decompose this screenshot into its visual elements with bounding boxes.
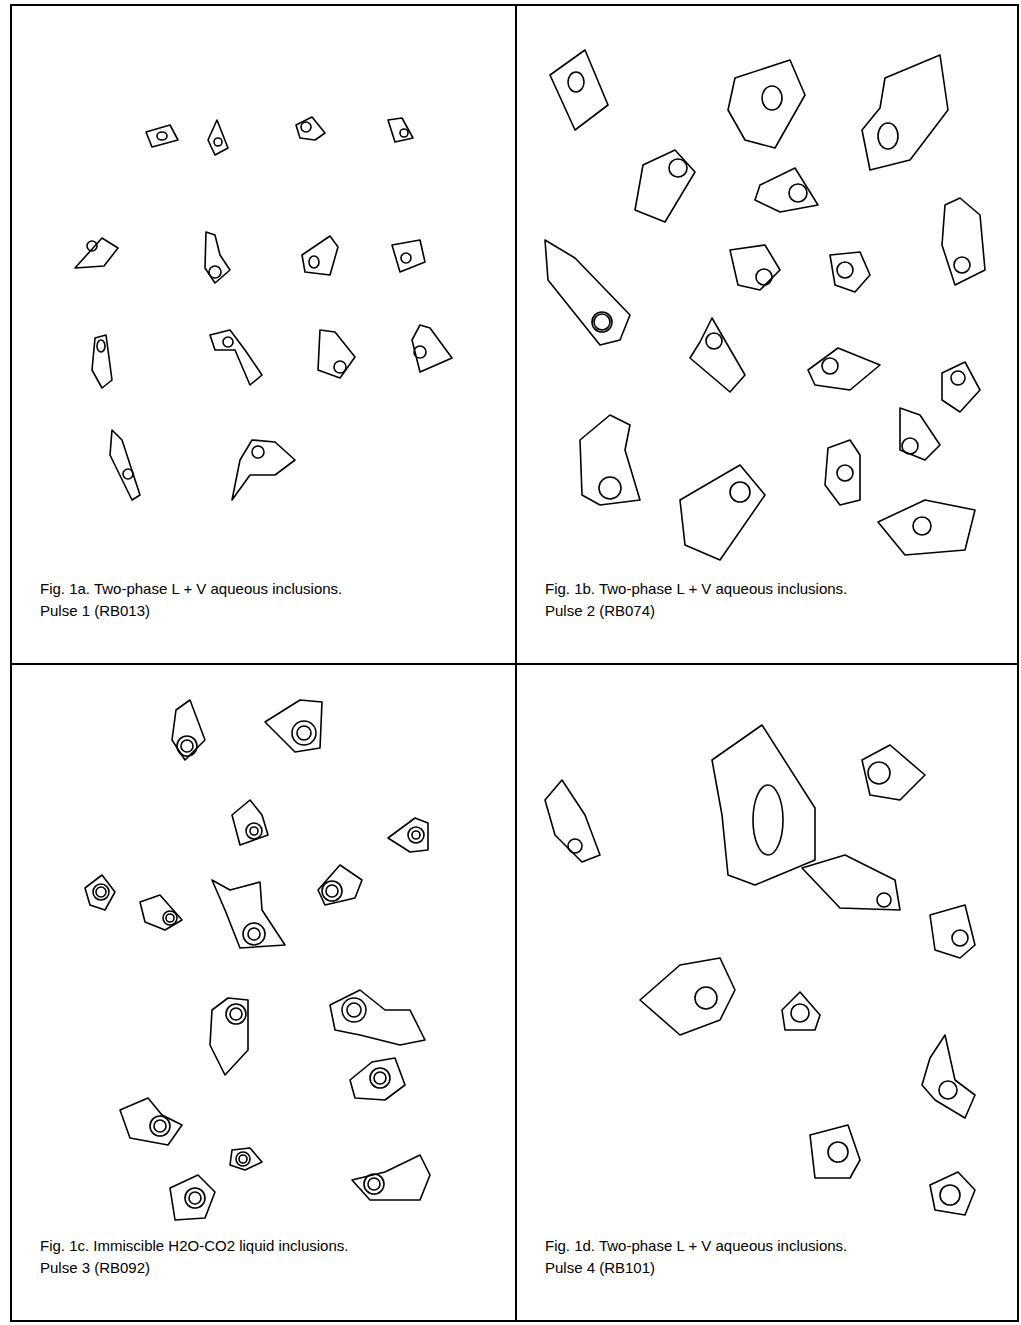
caption-block: Fig. 1a. Two-phase L + V aqueous inclusi… xyxy=(40,578,342,622)
figure-caption: Pulse 4 (RB101) xyxy=(545,1257,655,1279)
caption-block: Fig. 1b. Two-phase L + V aqueous inclusi… xyxy=(545,578,847,622)
pulse-4-inclusions xyxy=(545,725,975,1215)
figure-panel: Fig. 1b. Two-phase L + V aqueous inclusi… xyxy=(515,4,1019,665)
figure-caption: Fig. 1a. Two-phase L + V aqueous inclusi… xyxy=(40,578,342,600)
pulse-3-inclusions xyxy=(85,700,430,1220)
caption-block: Fig. 1c. Immiscible H2O-CO2 liquid inclu… xyxy=(40,1235,348,1279)
pulse-2-inclusions xyxy=(545,50,985,560)
pulse-1-inclusions xyxy=(75,117,452,500)
figure-caption: Fig. 1b. Two-phase L + V aqueous inclusi… xyxy=(545,578,847,600)
figure-caption: Fig. 1c. Immiscible H2O-CO2 liquid inclu… xyxy=(40,1235,348,1257)
figure-panel: Fig. 1d. Two-phase L + V aqueous inclusi… xyxy=(515,663,1019,1322)
figure-caption: Pulse 1 (RB013) xyxy=(40,600,150,622)
figure-caption: Pulse 3 (RB092) xyxy=(40,1257,150,1279)
figure-panel: Fig. 1a. Two-phase L + V aqueous inclusi… xyxy=(10,4,517,665)
figure-caption: Fig. 1d. Two-phase L + V aqueous inclusi… xyxy=(545,1235,847,1257)
figure-caption: Pulse 2 (RB074) xyxy=(545,600,655,622)
figure-panel: Fig. 1c. Immiscible H2O-CO2 liquid inclu… xyxy=(10,663,517,1322)
caption-block: Fig. 1d. Two-phase L + V aqueous inclusi… xyxy=(545,1235,847,1279)
